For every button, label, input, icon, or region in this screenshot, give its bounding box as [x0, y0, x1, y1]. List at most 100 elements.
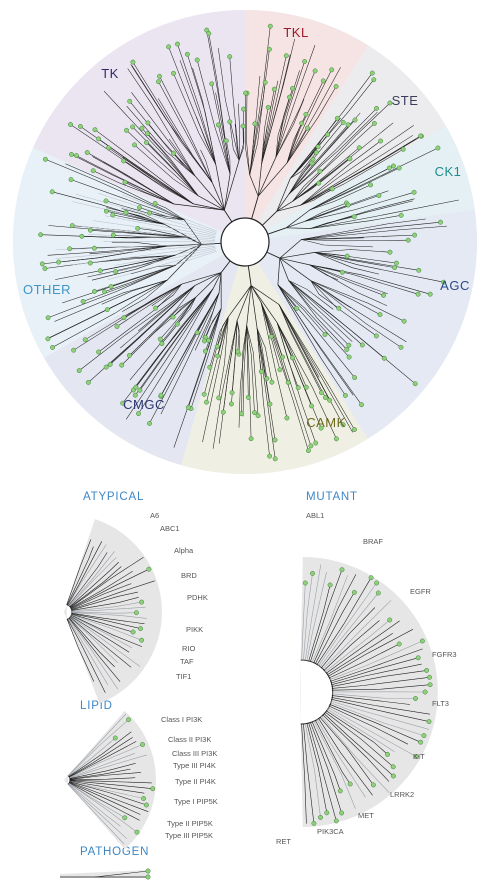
- branch: [69, 781, 149, 812]
- leaf-node: [143, 802, 149, 808]
- kinase-node: [243, 90, 249, 96]
- branch: [285, 209, 311, 229]
- branch: [55, 255, 175, 280]
- branch: [154, 203, 185, 220]
- branch: [126, 130, 199, 197]
- branch: [310, 280, 381, 315]
- lipid-label-type-ii-pi4k: Type II PI4K: [175, 777, 216, 786]
- mutant-tree: ABL1 BRAF EGFR FGFR3 FLT3 KIT LRRK2 MET …: [276, 511, 457, 846]
- branch: [228, 285, 252, 318]
- atypical-label-pikk: PIKK: [186, 625, 203, 634]
- branch: [110, 285, 195, 365]
- leaf-node: [421, 733, 427, 739]
- branch: [236, 320, 241, 355]
- kinase-node: [113, 269, 119, 275]
- branch: [103, 161, 175, 205]
- kinase-node: [441, 279, 447, 285]
- group-label-camk: CAMK: [306, 415, 346, 430]
- branch: [278, 304, 353, 433]
- kinase-node: [145, 131, 151, 136]
- kinase-node: [359, 402, 364, 408]
- branch: [68, 782, 125, 819]
- kinase-node: [378, 138, 384, 144]
- section-title-atypical: ATYPICAL: [83, 491, 144, 503]
- atypical-label-taf: TAF: [180, 657, 194, 666]
- group-label-tk: TK: [101, 66, 119, 81]
- branch: [279, 257, 312, 282]
- leaf-node: [375, 590, 381, 596]
- kinase-node: [342, 392, 348, 398]
- kinase-node: [390, 163, 396, 169]
- branch: [238, 103, 241, 161]
- branch: [166, 244, 202, 281]
- branch: [94, 129, 194, 205]
- branch: [211, 83, 231, 174]
- branch: [202, 316, 229, 443]
- branch: [256, 328, 270, 457]
- leaf-node: [427, 674, 432, 680]
- kinase-node: [73, 153, 79, 159]
- kinase-node: [309, 160, 315, 166]
- branch-faint: [98, 192, 217, 233]
- branch: [173, 308, 222, 448]
- leaf-node: [351, 589, 357, 595]
- leaf-node: [370, 782, 376, 788]
- kinase-node: [45, 336, 51, 342]
- branch: [314, 252, 380, 275]
- branch: [310, 199, 459, 229]
- branch: [141, 128, 199, 196]
- branch: [275, 70, 316, 158]
- kinase-node: [67, 246, 73, 252]
- kinase-node: [71, 347, 77, 353]
- kinase-node: [381, 355, 387, 361]
- kinase-node: [305, 448, 311, 454]
- branch: [288, 280, 334, 310]
- group-label-other: OTHER: [23, 282, 71, 297]
- branch: [71, 179, 185, 220]
- branch-faint: [105, 215, 216, 237]
- branch: [260, 302, 312, 446]
- branch-faint: [114, 247, 216, 266]
- branch: [310, 569, 343, 662]
- branch: [138, 285, 195, 332]
- kinase-node: [214, 344, 220, 350]
- branch: [218, 124, 231, 174]
- kinase-node: [103, 198, 109, 204]
- leaf-node: [390, 773, 396, 779]
- branch: [229, 56, 240, 161]
- kinase-node: [290, 86, 295, 91]
- branch: [276, 200, 293, 212]
- branch: [103, 90, 199, 196]
- kinase-node: [82, 337, 88, 343]
- sector-camk: [181, 242, 368, 474]
- branch: [149, 292, 220, 424]
- kinase-node: [303, 384, 309, 390]
- branch: [246, 325, 259, 416]
- kinase-node: [153, 305, 159, 311]
- branch: [286, 67, 341, 163]
- kinase-node: [352, 427, 357, 433]
- branch: [68, 618, 121, 682]
- branch: [108, 147, 194, 205]
- branch: [218, 48, 240, 161]
- branch: [309, 264, 388, 295]
- kinase-node: [347, 156, 353, 162]
- branch: [249, 49, 270, 175]
- kinase-node: [119, 362, 125, 368]
- branch: [198, 195, 225, 211]
- kinase-node: [156, 79, 161, 85]
- branch: [309, 264, 431, 295]
- branch: [112, 214, 165, 225]
- atypical-label-rio: RIO: [182, 644, 196, 653]
- branch: [331, 670, 427, 687]
- branch: [288, 280, 349, 346]
- branch: [277, 284, 354, 396]
- kinase-node: [294, 305, 300, 311]
- branch: [330, 700, 430, 730]
- branch: [261, 55, 287, 164]
- branch: [177, 44, 217, 165]
- branch: [69, 772, 141, 780]
- branch: [246, 93, 250, 175]
- kinase-node: [396, 165, 402, 171]
- branch: [66, 619, 95, 682]
